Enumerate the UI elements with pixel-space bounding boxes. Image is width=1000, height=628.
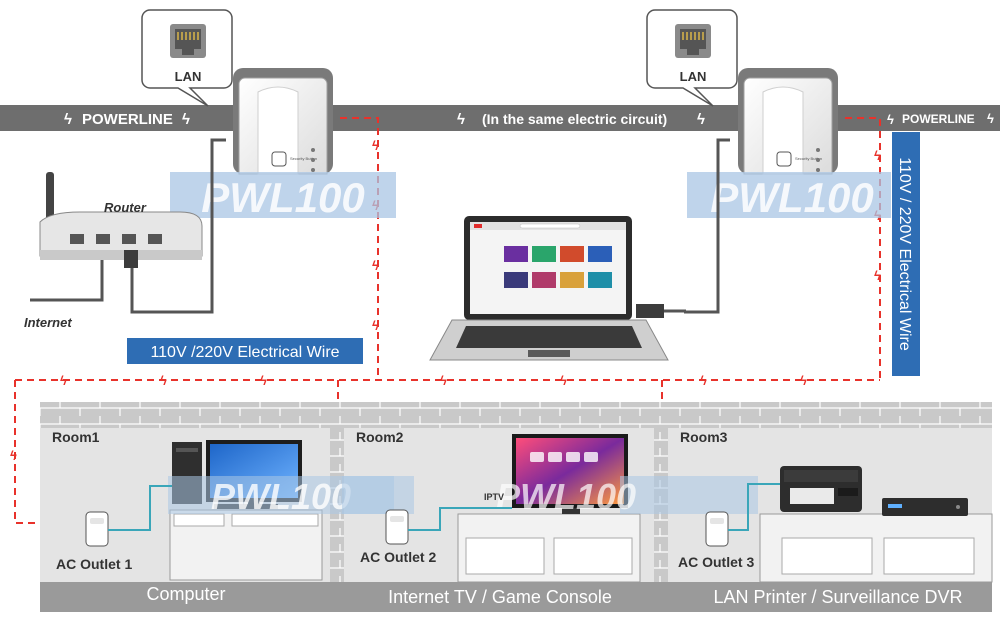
router bbox=[39, 172, 203, 268]
svg-text:ϟ: ϟ bbox=[874, 148, 881, 163]
lan-printer bbox=[780, 466, 862, 512]
brick-wall bbox=[40, 402, 992, 428]
watermark-box-left bbox=[170, 172, 396, 218]
lan-cable-room2 bbox=[408, 507, 512, 531]
internet-label: Internet bbox=[24, 315, 72, 330]
security-button-label: Security Button bbox=[795, 156, 822, 161]
lan-callout-label: LAN bbox=[680, 69, 707, 84]
svg-text:ϟ: ϟ bbox=[874, 268, 881, 283]
ac-outlet-3-label: AC Outlet 3 bbox=[678, 554, 754, 570]
svg-text:ϟ: ϟ bbox=[560, 373, 567, 388]
wire-label-left-box bbox=[127, 338, 363, 364]
router-port bbox=[122, 234, 136, 244]
video-thumbnails bbox=[504, 246, 612, 288]
lightning-icon: ϟ bbox=[457, 111, 465, 128]
lightning-icon: ϟ bbox=[987, 111, 994, 126]
svg-text:ϟ: ϟ bbox=[800, 373, 807, 388]
svg-text:ϟ: ϟ bbox=[60, 373, 67, 388]
router-port bbox=[70, 234, 84, 244]
lan-callout-left: LAN bbox=[141, 9, 233, 107]
tv-stand bbox=[457, 513, 641, 583]
room1-label: Room1 bbox=[52, 429, 100, 445]
surveillance-dvr bbox=[882, 498, 968, 516]
watermark-box-room3 bbox=[620, 476, 758, 514]
video-logo-icon bbox=[474, 224, 482, 228]
rj45-plug-icon bbox=[124, 250, 138, 268]
banner-right-label: POWERLINE bbox=[902, 112, 975, 126]
powerline-adapter-room3 bbox=[705, 511, 729, 547]
model-watermark: PWL100 bbox=[211, 476, 351, 517]
ethernet-port-icon bbox=[170, 24, 206, 58]
watermark-box-right bbox=[687, 172, 891, 218]
laptop-screen bbox=[470, 222, 626, 314]
lightning-icon: ϟ bbox=[64, 111, 72, 128]
led-icon bbox=[816, 148, 820, 152]
model-watermark: PWL100 bbox=[201, 174, 364, 221]
powerline-adapter-room1 bbox=[85, 511, 109, 547]
room1-device-label: Computer bbox=[146, 584, 225, 604]
ac-outlet-2-label: AC Outlet 2 bbox=[360, 549, 436, 565]
wire-label-left: 110V /220V Electrical Wire bbox=[150, 344, 339, 361]
internet-tv bbox=[512, 434, 628, 514]
laptop bbox=[429, 216, 686, 361]
svg-text:ϟ: ϟ bbox=[260, 373, 267, 388]
svg-text:ϟ: ϟ bbox=[440, 373, 447, 388]
banner-center-label: (In the same electric circuit) bbox=[482, 111, 667, 127]
trackpad bbox=[528, 350, 570, 357]
floor-strip bbox=[40, 582, 992, 612]
lightning-icon: ϟ bbox=[887, 112, 894, 127]
rj45-plug-icon bbox=[636, 304, 664, 318]
svg-text:ϟ: ϟ bbox=[372, 318, 379, 333]
led-icon bbox=[311, 148, 315, 152]
led-icon bbox=[816, 168, 820, 172]
router-port bbox=[96, 234, 110, 244]
keyboard bbox=[456, 326, 642, 348]
iptv-label: IPTV bbox=[484, 492, 504, 502]
ac-outlet-1-label: AC Outlet 1 bbox=[56, 556, 132, 572]
lan-callout-right: LAN bbox=[646, 9, 738, 107]
security-button bbox=[776, 151, 792, 167]
room2-device-label: Internet TV / Game Console bbox=[388, 587, 612, 607]
banner-left-label: POWERLINE bbox=[82, 111, 173, 128]
ethernet-cables bbox=[30, 138, 730, 314]
lightning-icon: ϟ bbox=[697, 111, 705, 128]
lightning-icon: ϟ bbox=[182, 111, 190, 128]
watermark-box-room2 bbox=[342, 476, 414, 514]
svg-text:ϟ: ϟ bbox=[160, 373, 167, 388]
lan-cable-room1 bbox=[108, 485, 172, 531]
lan-cable-room3 bbox=[728, 483, 780, 531]
tv-screen bbox=[516, 438, 624, 504]
led-icon bbox=[816, 158, 820, 162]
wire-label-right-box bbox=[892, 132, 920, 376]
router-port bbox=[148, 234, 162, 244]
powerline-adapter-left: Security Button bbox=[233, 68, 333, 175]
ethernet-port-icon bbox=[675, 24, 711, 58]
model-watermark: PWL100 bbox=[710, 174, 873, 221]
lan-callout-label: LAN bbox=[175, 69, 202, 84]
printer-stand bbox=[759, 513, 993, 583]
svg-text:ϟ: ϟ bbox=[700, 373, 707, 388]
led-icon bbox=[311, 158, 315, 162]
security-button bbox=[271, 151, 287, 167]
router-label: Router bbox=[104, 200, 147, 215]
room2-label: Room2 bbox=[356, 429, 404, 445]
security-button-label: Security Button bbox=[290, 156, 317, 161]
room3-label: Room3 bbox=[680, 429, 728, 445]
svg-text:ϟ: ϟ bbox=[372, 258, 379, 273]
wire-label-right: 110V / 220V Electrical Wire bbox=[896, 157, 913, 351]
powerline-adapter-room2 bbox=[385, 509, 409, 545]
svg-text:ϟ: ϟ bbox=[372, 138, 379, 153]
model-watermark: PWL100 bbox=[496, 476, 636, 517]
led-icon bbox=[311, 168, 315, 172]
svg-text:ϟ: ϟ bbox=[10, 448, 17, 463]
room3-device-label: LAN Printer / Surveillance DVR bbox=[713, 587, 962, 607]
powerline-adapter-right: Security Button bbox=[738, 68, 838, 175]
